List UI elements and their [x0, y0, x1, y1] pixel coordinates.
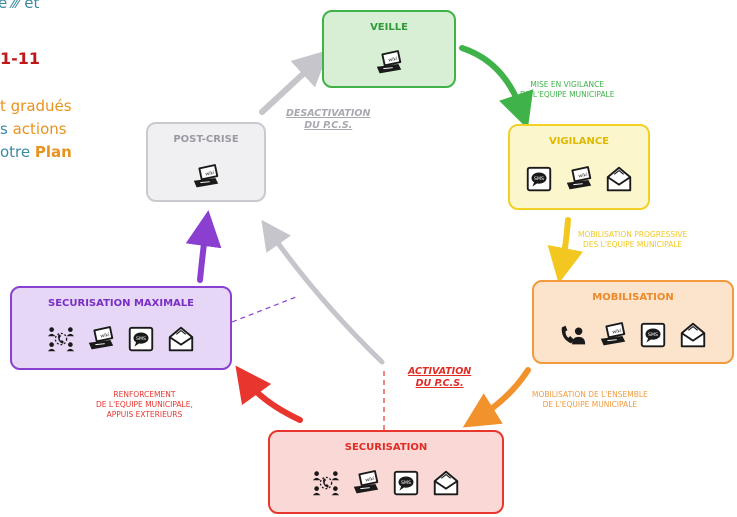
stage-vigilance: VIGILANCE — [508, 124, 650, 210]
fragment-line-2: s actions — [0, 120, 67, 138]
fragment-line-3a: otre — [0, 143, 31, 161]
laptop-icon — [564, 164, 594, 194]
team-call-icon — [311, 468, 341, 498]
laptop-icon — [598, 320, 628, 350]
transition-mobilisation-securisation: MOBILISATION DE L'ENSEMBLE DE L'EQUIPE M… — [532, 390, 648, 410]
transition-line: DESACTIVATION — [286, 108, 371, 119]
sms-icon — [524, 164, 554, 194]
transition-activation: ACTIVATION DU P.C.S. — [408, 366, 471, 390]
arrow-postcrise-veille — [259, 49, 330, 115]
fragment-heading: 1-11 — [0, 49, 41, 68]
laptop-icon — [191, 162, 221, 192]
stage-mobilisation-title: MOBILISATION — [592, 292, 674, 303]
transition-line: DU P.C.S. — [415, 378, 464, 389]
stage-securisation-title: SECURISATION — [344, 442, 428, 453]
stage-veille-title: VEILLE — [370, 22, 408, 33]
stage-securisation: SECURISATION — [268, 430, 504, 514]
laptop-icon — [374, 48, 404, 78]
transition-line: MOBILISATION PROGRESSIVE — [578, 230, 688, 239]
envelope-icon — [604, 164, 634, 194]
transition-line: DU P.C.S. — [304, 120, 353, 131]
transition-line: MOBILISATION DE L'ENSEMBLE — [532, 390, 648, 399]
arrow-veille-vigilance — [459, 45, 534, 130]
fragment-line-2b: actions — [12, 120, 67, 138]
sms-icon — [638, 320, 668, 350]
stage-post-crise: POST-CRISE — [146, 122, 266, 202]
dashed-link-max — [231, 296, 297, 323]
fragment-line-top: e ⁄⁄⁄ et — [0, 0, 40, 12]
transition-line: ACTIVATION — [408, 366, 472, 377]
transition-line: DES L'EQUIPE MUNICIPALE — [583, 240, 683, 249]
phone-person-icon — [558, 320, 588, 350]
transition-line: DE L'EQUIPE MUNICIPALE — [520, 90, 615, 99]
transition-veille-vigilance: MISE EN VIGILANCE DE L'EQUIPE MUNICIPALE — [520, 80, 614, 100]
arrow-activation — [261, 219, 385, 365]
transition-line: MISE EN VIGILANCE — [530, 80, 605, 89]
fragment-line-3: otre Plan — [0, 143, 72, 161]
envelope-icon — [431, 468, 461, 498]
transition-line: DE L'EQUIPE MUNICIPALE — [542, 400, 638, 409]
sms-icon — [391, 468, 421, 498]
fragment-line-3b: Plan — [34, 143, 72, 161]
transition-desactivation: DESACTIVATION DU P.C.S. — [286, 108, 370, 132]
team-call-icon — [46, 324, 76, 354]
laptop-icon — [86, 324, 116, 354]
arrow-max-postcrise — [185, 210, 222, 283]
arrow-securisation-max — [235, 365, 303, 423]
arrow-vigilance-mobilisation — [547, 217, 584, 284]
stage-post-crise-title: POST-CRISE — [173, 134, 239, 145]
transition-line: DE L'EQUIPE MUNICIPALE, — [96, 400, 193, 409]
transition-line: RENFORCEMENT — [113, 390, 176, 399]
laptop-icon — [351, 468, 381, 498]
envelope-icon — [166, 324, 196, 354]
envelope-icon — [678, 320, 708, 350]
sms-icon — [126, 324, 156, 354]
stage-veille: VEILLE — [322, 10, 456, 88]
stage-securisation-maximale: SECURISATION MAXIMALE — [10, 286, 232, 370]
transition-line: APPUIS EXTERIEURS — [106, 410, 183, 419]
transition-securisation-max: RENFORCEMENT DE L'EQUIPE MUNICIPALE, APP… — [96, 390, 193, 420]
stage-securisation-maximale-title: SECURISATION MAXIMALE — [48, 298, 194, 309]
fragment-line-1: t gradués — [0, 97, 72, 115]
transition-vigilance-mobilisation: MOBILISATION PROGRESSIVE DES L'EQUIPE MU… — [578, 230, 687, 250]
fragment-line-2a: s — [0, 120, 8, 138]
arrow-mobilisation-securisation — [462, 367, 531, 428]
stage-vigilance-title: VIGILANCE — [548, 136, 610, 147]
stage-mobilisation: MOBILISATION — [532, 280, 734, 364]
